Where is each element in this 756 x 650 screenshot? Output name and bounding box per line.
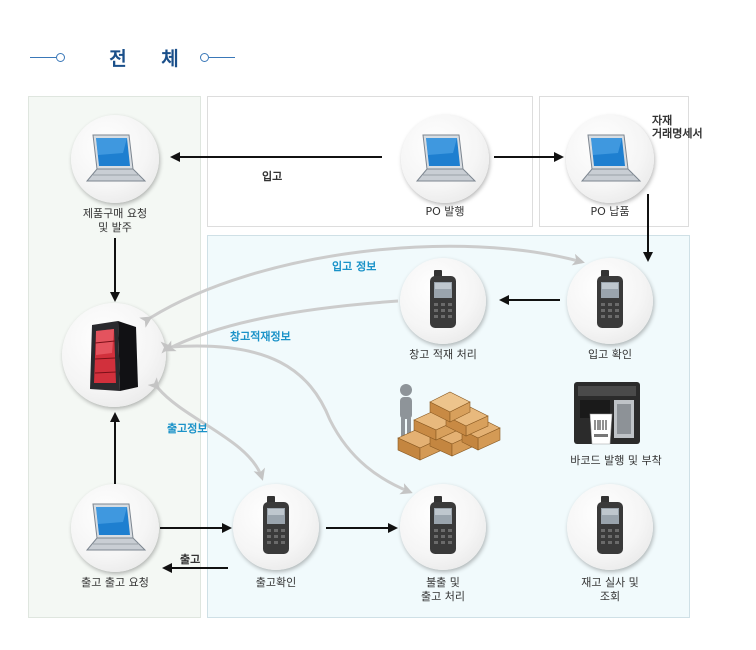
edge-label-shipment: 출고 [180, 553, 201, 566]
label-product-purchase: 제품구매 요청 및 발주 [70, 207, 160, 235]
title-right-dot [200, 53, 209, 62]
label-inventory-audit-line2: 조회 [599, 590, 621, 603]
node-inventory-audit [567, 484, 653, 570]
label-barcode: 바코드 발행 및 부착 [570, 454, 662, 467]
label-product-purchase-line1: 제품구매 요청 [82, 207, 148, 220]
page-title: 전 체 [109, 48, 193, 70]
label-warehouse-load: 창고 적재 처리 [409, 348, 477, 361]
handheld-scanner-icon [597, 270, 623, 328]
label-product-purchase-line2: 및 발주 [98, 221, 132, 234]
label-receipt-check: 입고 확인 [588, 348, 632, 361]
edge-label-warehouse-info: 창고적재정보 [230, 330, 291, 343]
title-left-dot [56, 53, 65, 62]
node-po-delivery [566, 115, 654, 203]
node-product-purchase [71, 115, 159, 203]
label-defect-shipment: 불출 및 출고 처리 [393, 576, 493, 604]
handheld-scanner-icon [263, 496, 289, 554]
node-defect-shipment [400, 484, 486, 570]
laptop-icon [85, 134, 147, 182]
edge-label-material-statement-line2: 거래명세서 [652, 127, 703, 140]
node-shipment-request [71, 484, 159, 572]
laptop-icon [580, 134, 642, 182]
node-shipment-check [233, 484, 319, 570]
label-po-issue: PO 발행 [425, 205, 465, 218]
edge-label-material-statement-line1: 자재 [652, 114, 673, 127]
label-po-delivery: PO 납품 [590, 205, 630, 218]
laptop-icon [85, 503, 147, 551]
handheld-scanner-icon [597, 496, 623, 554]
title-left-line [30, 57, 56, 58]
label-shipment-check: 출고확인 [255, 576, 297, 589]
title-right-line [209, 57, 235, 58]
server-icon [90, 321, 138, 391]
edge-label-receipt-info: 입고 정보 [332, 260, 377, 273]
label-inventory-audit: 재고 실사 및 조회 [560, 576, 660, 604]
edge-label-material-statement: 자재 거래명세서 [652, 114, 703, 140]
curve-server-to-defect [160, 341, 413, 495]
curve-warehouse-info [163, 299, 399, 352]
label-defect-shipment-line1: 불출 및 [426, 576, 460, 589]
edge-label-receipt: 입고 [262, 170, 283, 183]
curve-receipt-info [139, 244, 585, 328]
barcode-printer-icon [574, 382, 640, 445]
label-inventory-audit-line1: 재고 실사 및 [581, 576, 639, 589]
page-title-block: 전 체 [30, 44, 240, 74]
handheld-scanner-icon [430, 496, 456, 554]
curve-shipment-info [147, 377, 265, 481]
label-shipment-request: 출고 출고 요청 [81, 576, 149, 589]
laptop-icon [415, 134, 477, 182]
label-defect-shipment-line2: 출고 처리 [421, 590, 465, 603]
edge-label-shipment-info: 출고정보 [167, 422, 208, 435]
node-po-issue [401, 115, 489, 203]
